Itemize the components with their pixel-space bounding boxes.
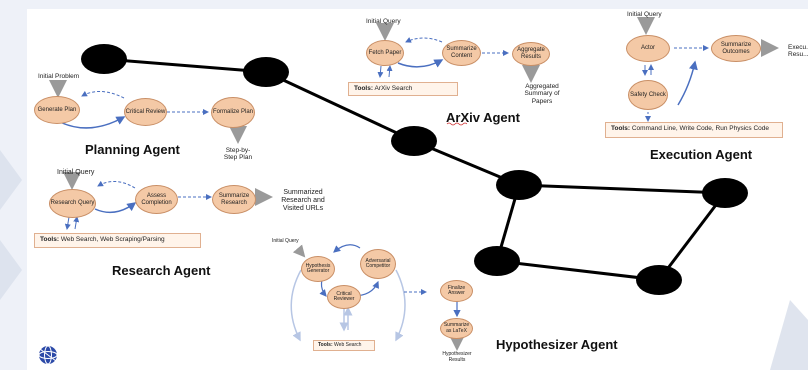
planning-node-critical-review[interactable]: Critical Review: [124, 98, 167, 126]
arxiv-agent-title: ArXiv Agent: [446, 110, 520, 125]
network-nodes: [81, 44, 748, 295]
hypothesizer-output-label: Hypothesizer Results: [442, 351, 472, 363]
research-input-label: Initial Query: [57, 169, 95, 176]
planning-node-formalize-plan[interactable]: Formalize Plan: [211, 97, 255, 128]
research-output-label: Summarized Research and Visited URLs: [281, 189, 325, 213]
research-tools-label: Tools:: [40, 236, 60, 243]
execution-node-safety-check[interactable]: Safety Check: [628, 80, 668, 110]
planning-node-generate-plan[interactable]: Generate Plan: [34, 96, 80, 124]
planning-output-label: Step-by-Step Plan: [223, 147, 253, 162]
planning-agent-title: Planning Agent: [85, 142, 180, 157]
planning-input-label: Initial Problem: [38, 73, 80, 80]
hypothesizer-tools-label: Tools:: [318, 342, 333, 348]
execution-tools-text: Command Line, Write Code, Run Physics Co…: [631, 125, 769, 132]
globe-logo-icon: [38, 345, 58, 365]
hypothesizer-agent-title: Hypothesizer Agent: [496, 337, 618, 352]
network-node-1: [81, 44, 127, 74]
research-node-research-query[interactable]: Research Query: [49, 189, 96, 218]
arxiv-node-summarize-content[interactable]: Summarize Content: [442, 40, 481, 66]
research-node-assess-completion[interactable]: Assess Completion: [135, 185, 178, 214]
hypothesizer-input-label: Initial Query: [272, 238, 299, 244]
arxiv-output-label: Aggregated Summary of Papers: [524, 83, 560, 105]
network-node-7: [636, 265, 682, 295]
arxiv-tools-label: Tools:: [354, 85, 374, 92]
network-node-6: [474, 246, 520, 276]
execution-agent-title: Execution Agent: [650, 147, 753, 162]
hypothesizer-node-hypothesis-generator[interactable]: Hypothesis Generator: [301, 256, 335, 282]
execution-output-label: Execu... Resu...: [788, 44, 808, 59]
arxiv-node-fetch-paper[interactable]: Fetch Paper: [366, 40, 404, 66]
arxiv-input-label: Initial Query: [366, 18, 401, 25]
hypothesizer-node-adversarial-competitor[interactable]: Adversarial Competitor: [360, 249, 396, 279]
execution-tools-label: Tools:: [611, 125, 631, 132]
research-agent-title: Research Agent: [112, 263, 211, 278]
network-node-2: [243, 57, 289, 87]
execution-node-summarize-outcomes[interactable]: Summarize Outcomes: [711, 35, 761, 62]
hypothesizer-tools-box: Tools: Web Search: [313, 340, 375, 351]
hypothesizer-tools-text: Web Search: [334, 342, 362, 348]
research-node-summarize-research[interactable]: Summarize Research: [212, 185, 256, 214]
arxiv-tools-text: ArXiv Search: [374, 85, 413, 92]
network-node-5: [702, 178, 748, 208]
execution-tools-box: Tools: Command Line, Write Code, Run Phy…: [605, 122, 783, 138]
research-tools-text: Web Search, Web Scraping/Parsing: [60, 236, 165, 243]
hypothesizer-node-finalize-answer[interactable]: Finalize Answer: [440, 280, 473, 302]
research-tools-box: Tools: Web Search, Web Scraping/Parsing: [34, 233, 201, 248]
arxiv-node-aggregate-results[interactable]: Aggregate Results: [512, 42, 550, 66]
hypothesizer-node-summarize-latex[interactable]: Summarize as LaTeX: [440, 318, 473, 339]
execution-node-actor[interactable]: Actor: [626, 35, 670, 62]
network-node-3: [391, 126, 437, 156]
execution-input-label: Initial Query: [627, 11, 662, 18]
network-node-4: [496, 170, 542, 200]
hypothesizer-node-critical-reviewer[interactable]: Critical Reviewer: [327, 285, 361, 309]
arxiv-tools-box: Tools: ArXiv Search: [348, 82, 458, 96]
